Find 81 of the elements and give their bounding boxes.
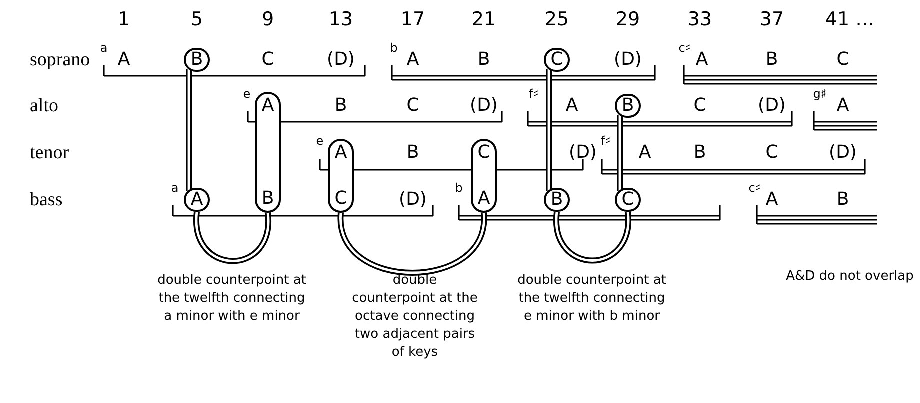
section-letter: B — [190, 51, 204, 69]
section-letter: C — [836, 51, 850, 69]
key-label: f♯ — [528, 88, 540, 100]
connector-line — [617, 115, 623, 191]
section-letter: (D) — [470, 97, 498, 115]
key-label: a — [171, 182, 179, 194]
caption: double counterpoint at the twelfth connecting a minor with e minor — [157, 272, 307, 326]
section-letter: C — [622, 191, 634, 209]
section-letter: B — [478, 51, 490, 69]
section-letter: C — [766, 144, 778, 162]
key-label: a — [100, 42, 108, 54]
measure-number: 9 — [262, 10, 274, 30]
section-letter: C — [406, 97, 420, 115]
circled-letter — [615, 188, 641, 212]
capsule-outline — [328, 139, 354, 213]
section-letter: (D) — [399, 191, 427, 209]
section-letter: A — [118, 51, 130, 69]
arc-connector — [554, 212, 632, 264]
note-text: A&D do not overlap — [785, 268, 915, 286]
section-letter: (D) — [569, 144, 597, 162]
arc-connector — [194, 212, 272, 264]
circled-letter — [184, 188, 210, 212]
measure-number: 21 — [472, 10, 496, 30]
measure-number: 33 — [688, 10, 712, 30]
section-letter: B — [622, 97, 634, 115]
section-letter: B — [334, 97, 348, 115]
section-letter: C — [262, 51, 274, 69]
capsule-outline — [471, 139, 497, 213]
measure-number: 25 — [544, 10, 570, 30]
voice-label: tenor — [30, 144, 70, 162]
section-letter: (D) — [829, 144, 857, 162]
circled-letter — [544, 48, 570, 72]
arc-connector — [338, 212, 487, 276]
capsule-outline — [255, 92, 281, 213]
section-letter: A — [638, 144, 652, 162]
section-letter: A — [478, 190, 490, 208]
section-letter: C — [478, 144, 490, 162]
voice-label: bass — [30, 190, 63, 210]
measure-number: 41 … — [825, 10, 875, 30]
measure-number: 5 — [190, 10, 204, 30]
section-letter: C — [334, 190, 348, 208]
section-letter: A — [766, 191, 778, 209]
key-label: f♯ — [600, 135, 612, 147]
measure-number: 13 — [328, 10, 354, 30]
section-letter: (D) — [327, 51, 355, 69]
section-letter: (D) — [758, 97, 786, 115]
voice-label: soprano — [30, 50, 90, 70]
section-letter: B — [766, 51, 778, 69]
circled-letter — [615, 94, 641, 118]
section-letter: A — [334, 144, 348, 162]
key-label: b — [390, 42, 398, 54]
section-letter: A — [262, 97, 274, 115]
section-letter: B — [694, 144, 706, 162]
section-letter: B — [262, 190, 274, 208]
caption: double counterpoint at the twelfth connecting e minor with b minor — [517, 272, 667, 326]
measure-number: 1 — [118, 10, 130, 30]
section-letter: A — [696, 51, 708, 69]
key-label: g♯ — [813, 88, 827, 100]
circled-letter — [544, 188, 570, 212]
key-label: e — [316, 135, 324, 147]
section-letter: (D) — [614, 51, 642, 69]
section-letter: C — [694, 97, 706, 115]
caption: double counterpoint at the octave connecting two adjacent pairs of keys — [351, 272, 479, 362]
measure-number: 37 — [760, 10, 784, 30]
section-letter: A — [406, 51, 420, 69]
key-label: e — [243, 88, 251, 100]
section-letter: B — [550, 191, 564, 209]
section-letter: A — [836, 97, 850, 115]
section-letter: C — [550, 51, 564, 69]
measure-number: 17 — [400, 10, 426, 30]
section-letter: A — [190, 191, 204, 209]
section-letter: A — [566, 97, 578, 115]
connector-line — [186, 69, 192, 191]
measure-number: 29 — [616, 10, 640, 30]
section-letter: B — [406, 144, 420, 162]
key-label: c♯ — [748, 182, 762, 194]
circled-letter — [184, 48, 210, 72]
voice-label: alto — [30, 96, 58, 116]
key-label: c♯ — [678, 42, 692, 54]
section-letter: B — [836, 191, 850, 209]
key-label: b — [455, 182, 463, 194]
